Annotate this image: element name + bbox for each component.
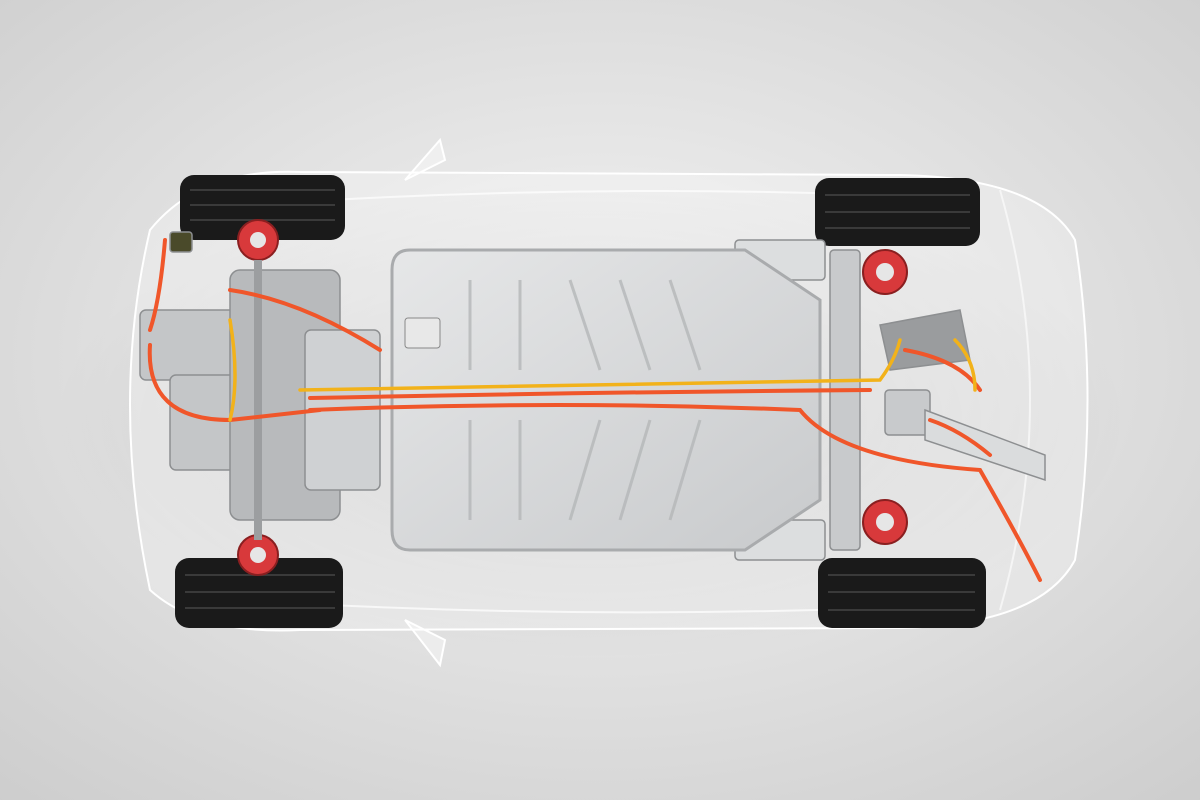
battery-connector — [404, 317, 441, 349]
battery-ribs — [468, 279, 702, 521]
tire-front-left — [180, 175, 345, 240]
hv-cables — [147, 238, 1042, 582]
lv-cables — [228, 318, 977, 422]
rear-subframe — [734, 239, 1046, 561]
battery-pack — [390, 248, 822, 552]
